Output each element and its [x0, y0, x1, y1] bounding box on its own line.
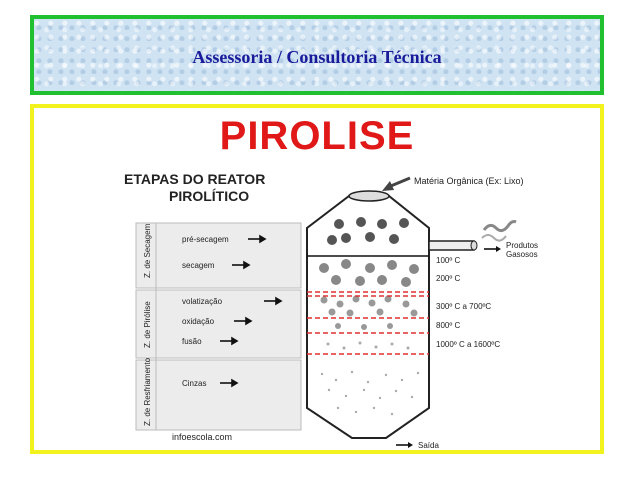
gas-outlet-pipe	[428, 240, 475, 251]
temperature-label: 1000º C a 1600ºC	[436, 340, 500, 349]
smoke-icon	[482, 220, 517, 233]
gas-output-label-line1: Produtos	[506, 241, 538, 250]
drying-particles	[319, 259, 419, 287]
header-banner: Assessoria / Consultoria Técnica	[30, 15, 604, 95]
zone-label-drying: Z. de Secagem	[143, 223, 152, 278]
header-title: Assessoria / Consultoria Técnica	[192, 47, 442, 67]
pyrolysis-reactor-diagram: ETAPAS DO REATOR PIROLÍTICO Z. de Secage…	[124, 171, 538, 450]
input-arrow-icon	[382, 176, 411, 191]
stage-label: pré-secagem	[182, 235, 229, 244]
material-particles	[327, 217, 409, 245]
temperature-label: 800º C	[436, 321, 460, 330]
reactor-inlet	[348, 190, 390, 202]
stage-label: volatização	[182, 297, 223, 306]
ash-particles	[320, 341, 420, 416]
zone-drying-panel	[135, 222, 302, 289]
stage-label: oxidação	[182, 317, 215, 326]
exit-arrow-icon	[396, 442, 413, 448]
gas-outlet-mouth	[470, 240, 478, 251]
stage-label: secagem	[182, 261, 215, 270]
zone-label-pyrolysis: Z. de Pirólise	[143, 301, 152, 348]
heat-zone-lines	[307, 291, 429, 355]
reactor-vessel	[306, 195, 430, 439]
smoke-icon	[481, 234, 507, 242]
diagram-heading-line1: ETAPAS DO REATOR	[124, 171, 265, 187]
temperature-label: 100º C	[436, 256, 460, 265]
content-panel: PIROLISE ETAPAS DO REATOR PIROLÍTICO Z. …	[30, 104, 604, 454]
gas-output-arrow-icon	[484, 246, 501, 252]
page-title: PIROLISE	[219, 114, 415, 158]
temperature-label: 200º C	[436, 274, 460, 283]
exit-label: Saída	[418, 441, 439, 450]
stage-arrows	[220, 234, 283, 388]
input-label: Matéria Orgânica (Ex: Lixo)	[414, 176, 524, 186]
temperature-label: 300º C a 700ºC	[436, 302, 491, 311]
zone-label-cooling: Z. de Resfriamento	[143, 357, 152, 426]
stage-label: Cinzas	[182, 379, 206, 388]
zone-cooling-panel	[135, 359, 302, 431]
diagram-heading-line2: PIROLÍTICO	[169, 188, 249, 204]
watermark: infoescola.com	[172, 432, 232, 442]
gas-output-label-line2: Gasosos	[506, 250, 538, 259]
pyrolysis-particles	[320, 295, 418, 330]
stage-label: fusão	[182, 337, 202, 346]
